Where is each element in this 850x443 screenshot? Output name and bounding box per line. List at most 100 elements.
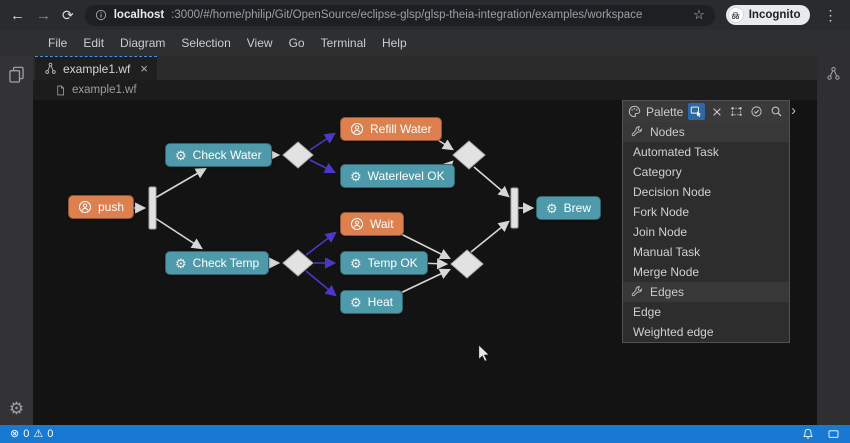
forward-button[interactable]: →: [36, 6, 51, 24]
notifications-bell-icon[interactable]: [802, 428, 814, 440]
incognito-badge: Incognito: [725, 5, 811, 25]
menu-item-go[interactable]: Go: [288, 36, 305, 50]
task-label: Check Water: [192, 148, 262, 162]
activity-bar-right: [817, 56, 850, 425]
task-label: Brew: [563, 201, 591, 215]
palette-toolbar: [688, 103, 785, 120]
diagram-canvas[interactable]: push ⚙ Check Water ⚙ Check Temp Refill W…: [33, 100, 817, 425]
tab-example1-wf[interactable]: example1.wf ×: [35, 56, 157, 80]
task-node-check-temp[interactable]: ⚙ Check Temp: [165, 251, 270, 275]
palette-group-edges[interactable]: Edges: [623, 282, 789, 302]
wrench-icon: [631, 126, 643, 138]
diagram-edges-layer: [126, 132, 535, 298]
edge[interactable]: [470, 220, 510, 253]
gear-icon: ⚙: [175, 147, 187, 163]
gear-icon: ⚙: [350, 168, 362, 184]
selection-tool-icon[interactable]: [688, 103, 706, 120]
url-hostname: localhost: [113, 9, 165, 21]
palette-item-decision-node[interactable]: Decision Node: [633, 185, 712, 199]
error-icon: ⊗: [10, 427, 20, 440]
palette-title: Palette: [646, 104, 684, 119]
decision-node-temp[interactable]: [282, 249, 314, 277]
task-node-temp-ok[interactable]: ⚙ Temp OK: [340, 251, 428, 275]
back-button[interactable]: ←: [10, 6, 25, 24]
search-tool-icon[interactable]: [768, 103, 785, 120]
problems-indicator[interactable]: ⊗ 0 ⚠ 0: [10, 428, 53, 440]
merge-node-water[interactable]: [452, 140, 486, 170]
weighted-edge[interactable]: [309, 132, 336, 151]
join-node[interactable]: [510, 187, 519, 229]
toggle-panel-icon[interactable]: [827, 428, 840, 440]
palette-item-category[interactable]: Category: [633, 165, 682, 179]
diagram-outline-icon[interactable]: [826, 66, 841, 425]
palette-item-join-node[interactable]: Join Node: [633, 225, 688, 239]
reload-button[interactable]: ⟳: [62, 7, 74, 23]
status-bar: ⊗ 0 ⚠ 0: [0, 425, 850, 443]
browser-menu-button[interactable]: ⋮: [823, 6, 838, 23]
palette-item-automated-task[interactable]: Automated Task: [633, 145, 719, 159]
tab-close-icon[interactable]: ×: [140, 61, 148, 76]
menu-item-file[interactable]: File: [48, 36, 68, 50]
task-node-check-water[interactable]: ⚙ Check Water: [165, 143, 272, 167]
menu-item-help[interactable]: Help: [381, 36, 407, 50]
decision-node-water[interactable]: [282, 141, 314, 169]
breadcrumb[interactable]: example1.wf: [33, 80, 817, 100]
app-menu-bar: File Edit Diagram Selection View Go Term…: [0, 30, 850, 56]
fork-node[interactable]: [148, 186, 157, 230]
edge[interactable]: [154, 217, 203, 250]
explorer-files-icon[interactable]: [7, 65, 26, 84]
tool-palette: Palette: [622, 100, 790, 343]
gear-icon: ⚙: [175, 255, 187, 271]
palette-item-edge[interactable]: Edge: [633, 305, 662, 319]
warning-icon: ⚠: [33, 427, 44, 440]
task-label: Heat: [367, 295, 394, 309]
palette-item-fork-node[interactable]: Fork Node: [633, 205, 690, 219]
menu-item-view[interactable]: View: [246, 36, 273, 50]
task-node-push[interactable]: push: [68, 195, 135, 219]
workflow-file-icon: [44, 62, 57, 75]
incognito-label: Incognito: [748, 9, 801, 21]
task-node-heat[interactable]: ⚙ Heat: [340, 290, 404, 314]
gear-icon: ⚙: [350, 294, 362, 310]
browser-toolbar: ← → ⟳ localhost :3000/#/home/philip/Git/…: [0, 0, 850, 30]
task-node-waterlevel-ok[interactable]: ⚙ Waterlevel OK: [340, 164, 455, 188]
task-node-refill-water[interactable]: Refill Water: [340, 117, 442, 141]
menu-item-selection[interactable]: Selection: [181, 36, 231, 50]
task-label: Check Temp: [192, 256, 260, 270]
task-node-brew[interactable]: ⚙ Brew: [536, 196, 601, 220]
edge[interactable]: [473, 166, 510, 198]
person-icon: [350, 122, 364, 136]
menu-item-terminal[interactable]: Terminal: [320, 36, 366, 50]
task-label: Temp OK: [367, 256, 418, 270]
error-count: 0: [23, 428, 30, 440]
menu-item-diagram[interactable]: Diagram: [120, 36, 166, 50]
task-node-wait[interactable]: Wait: [340, 212, 404, 236]
palette-item-merge-node[interactable]: Merge Node: [633, 265, 700, 279]
gear-icon: ⚙: [350, 255, 362, 271]
tab-label: example1.wf: [63, 61, 131, 76]
bookmark-star-icon[interactable]: ☆: [693, 7, 705, 22]
delete-tool-icon[interactable]: [708, 103, 725, 120]
gear-icon: ⚙: [546, 200, 558, 216]
palette-group-nodes[interactable]: Nodes: [623, 122, 789, 142]
wrench-icon: [631, 286, 643, 298]
site-info-icon[interactable]: [95, 9, 107, 21]
palette-collapse-chevron-icon[interactable]: ›: [791, 102, 796, 119]
edge[interactable]: [154, 167, 207, 199]
marquee-tool-icon[interactable]: [728, 103, 745, 120]
weighted-edge[interactable]: [305, 231, 337, 256]
palette-item-weighted-edge[interactable]: Weighted edge: [633, 325, 714, 339]
palette-header: Palette: [623, 101, 789, 122]
validate-tool-icon[interactable]: [748, 103, 765, 120]
merge-node-temp[interactable]: [450, 249, 484, 279]
palette-item-manual-task[interactable]: Manual Task: [633, 245, 701, 259]
address-bar[interactable]: localhost :3000/#/home/philip/Git/OpenSo…: [84, 4, 715, 26]
settings-gear-icon[interactable]: ⚙: [8, 399, 25, 418]
editor-tab-bar: example1.wf ×: [33, 56, 817, 80]
menu-item-edit[interactable]: Edit: [83, 36, 105, 50]
breadcrumb-label: example1.wf: [72, 84, 137, 96]
palette-group-label: Nodes: [650, 125, 685, 139]
weighted-edge[interactable]: [309, 159, 337, 174]
weighted-edge[interactable]: [305, 270, 337, 297]
